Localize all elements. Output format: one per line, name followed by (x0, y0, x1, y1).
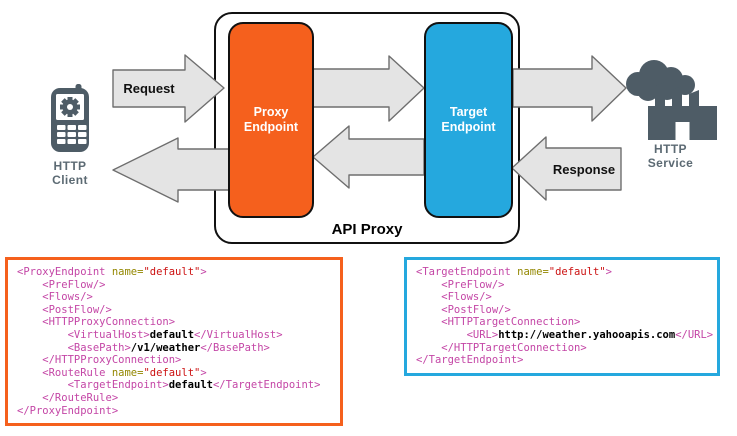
http-service-label: HTTP Service (618, 142, 723, 170)
code-line: <Flows/> (416, 291, 492, 304)
request-label: Request (123, 81, 175, 96)
code-line: <VirtualHost>default</VirtualHost> (17, 328, 283, 341)
code-line: <TargetEndpoint>default</TargetEndpoint> (17, 379, 321, 392)
code-line: <PostFlow/> (17, 303, 112, 316)
response-to-client-arrow (112, 137, 230, 203)
code-line: <HTTPTargetConnection> (416, 316, 581, 329)
http-service-line1: HTTP (654, 142, 687, 156)
code-line: <BasePath>/v1/weather</BasePath> (17, 341, 270, 354)
keypad (57, 125, 87, 144)
flow-arrows: Request Response (112, 54, 627, 203)
request-arrow (112, 54, 225, 123)
code-line: <Flows/> (17, 291, 93, 304)
code-line: <ProxyEndpoint name="default"> (17, 266, 207, 278)
code-line: <HTTPProxyConnection> (17, 316, 176, 329)
code-line: <PreFlow/> (416, 278, 505, 291)
target-to-service-arrow (512, 55, 627, 122)
target-endpoint-box: Target Endpoint (424, 22, 513, 218)
proxy-endpoint-box: Proxy Endpoint (228, 22, 314, 218)
target-to-proxy-arrow (312, 125, 425, 189)
code-line: </HTTPTargetConnection> (416, 341, 587, 354)
response-from-service-arrow (511, 136, 622, 201)
proxy-endpoint-code-block: <ProxyEndpoint name="default"> <PreFlow/… (5, 257, 343, 427)
code-line: </RouteRule> (17, 391, 119, 404)
proxy-endpoint-line1: Proxy (253, 105, 289, 119)
target-endpoint-label: Target Endpoint (441, 105, 495, 135)
code-line: <PreFlow/> (17, 278, 106, 291)
http-client-line1: HTTP (53, 159, 87, 173)
proxy-endpoint-line2: Endpoint (243, 120, 299, 134)
gear-icon (60, 97, 80, 117)
mobile-phone-icon (51, 84, 89, 152)
code-line: </HTTPProxyConnection> (17, 354, 182, 367)
code-line: </TargetEndpoint> (416, 354, 524, 367)
code-line: <PostFlow/> (416, 303, 511, 316)
target-endpoint-line1: Target (449, 105, 488, 119)
code-line: <URL>http://weather.yahooapis.com</URL> (416, 328, 714, 341)
http-client-line2: Client (52, 173, 88, 187)
factory-building (648, 82, 717, 140)
code-line: </ProxyEndpoint> (17, 404, 119, 417)
factory-door (675, 122, 690, 140)
response-label: Response (553, 162, 615, 177)
api-proxy-label: API Proxy (331, 221, 403, 238)
target-endpoint-line2: Endpoint (441, 120, 496, 134)
http-service-line2: Service (647, 156, 694, 170)
proxy-endpoint-label: Proxy Endpoint (244, 105, 298, 135)
factory-icon (626, 60, 717, 140)
http-client-label: HTTP Client (30, 159, 110, 187)
proxy-to-target-arrow (312, 55, 425, 122)
target-endpoint-code-block: <TargetEndpoint name="default"> <PreFlow… (404, 257, 720, 376)
code-line: <TargetEndpoint name="default"> (416, 266, 612, 278)
code-line: <RouteRule name="default"> (17, 366, 207, 379)
